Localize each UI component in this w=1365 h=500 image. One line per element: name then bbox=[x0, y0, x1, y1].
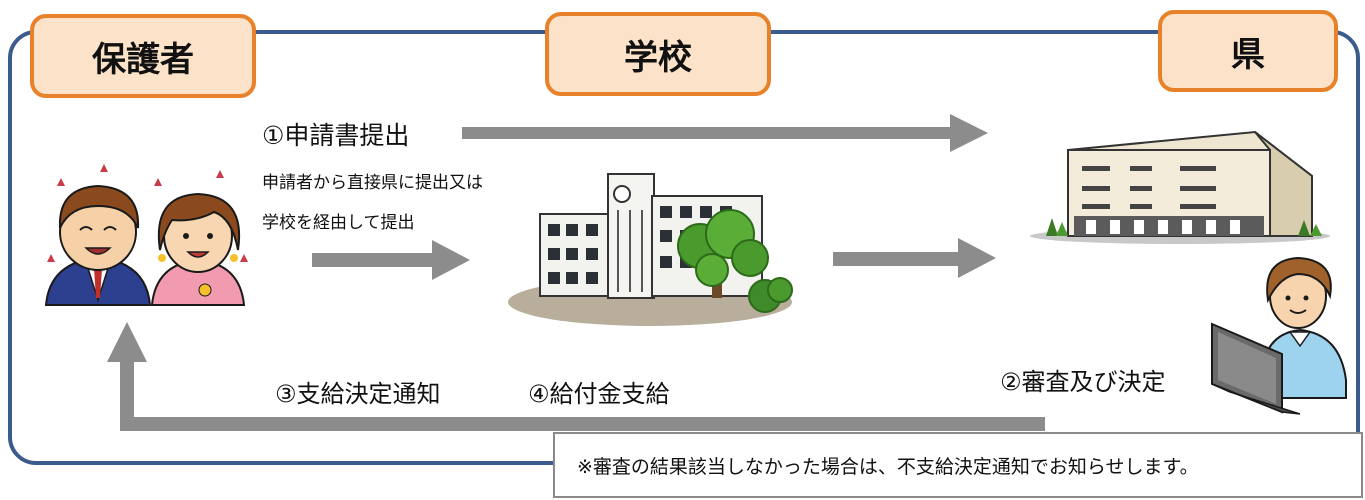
step1-label: ①申請書提出 bbox=[262, 121, 410, 150]
step4-label: ④給付金支給 bbox=[528, 380, 670, 408]
role-prefecture: 県 bbox=[1158, 10, 1338, 92]
arrow-submit-direct bbox=[462, 114, 988, 152]
step1-note-line1: 申請者から直接県に提出又は bbox=[262, 173, 483, 193]
arrow-school-to-prefecture bbox=[833, 238, 996, 278]
step1-note-line2: 学校を経由して提出 bbox=[262, 213, 415, 233]
role-school: 学校 bbox=[545, 12, 771, 96]
step2-label: ②審査及び決定 bbox=[1000, 368, 1166, 396]
school-building-icon bbox=[508, 173, 793, 326]
step3-label: ③支給決定通知 bbox=[275, 380, 441, 408]
clerk-icon bbox=[1211, 256, 1347, 415]
role-guardian: 保護者 bbox=[30, 14, 256, 98]
parents-icon bbox=[44, 164, 248, 306]
notice-box: ※審査の結果該当しなかった場合は、不支給決定通知でお知らせします。 bbox=[553, 432, 1363, 498]
arrow-return-to-guardian bbox=[107, 322, 1045, 431]
prefectural-office-icon bbox=[1030, 130, 1330, 244]
notice-text: ※審査の結果該当しなかった場合は、不支給決定通知でお知らせします。 bbox=[577, 455, 1199, 478]
arrow-guardian-to-school bbox=[312, 240, 470, 280]
